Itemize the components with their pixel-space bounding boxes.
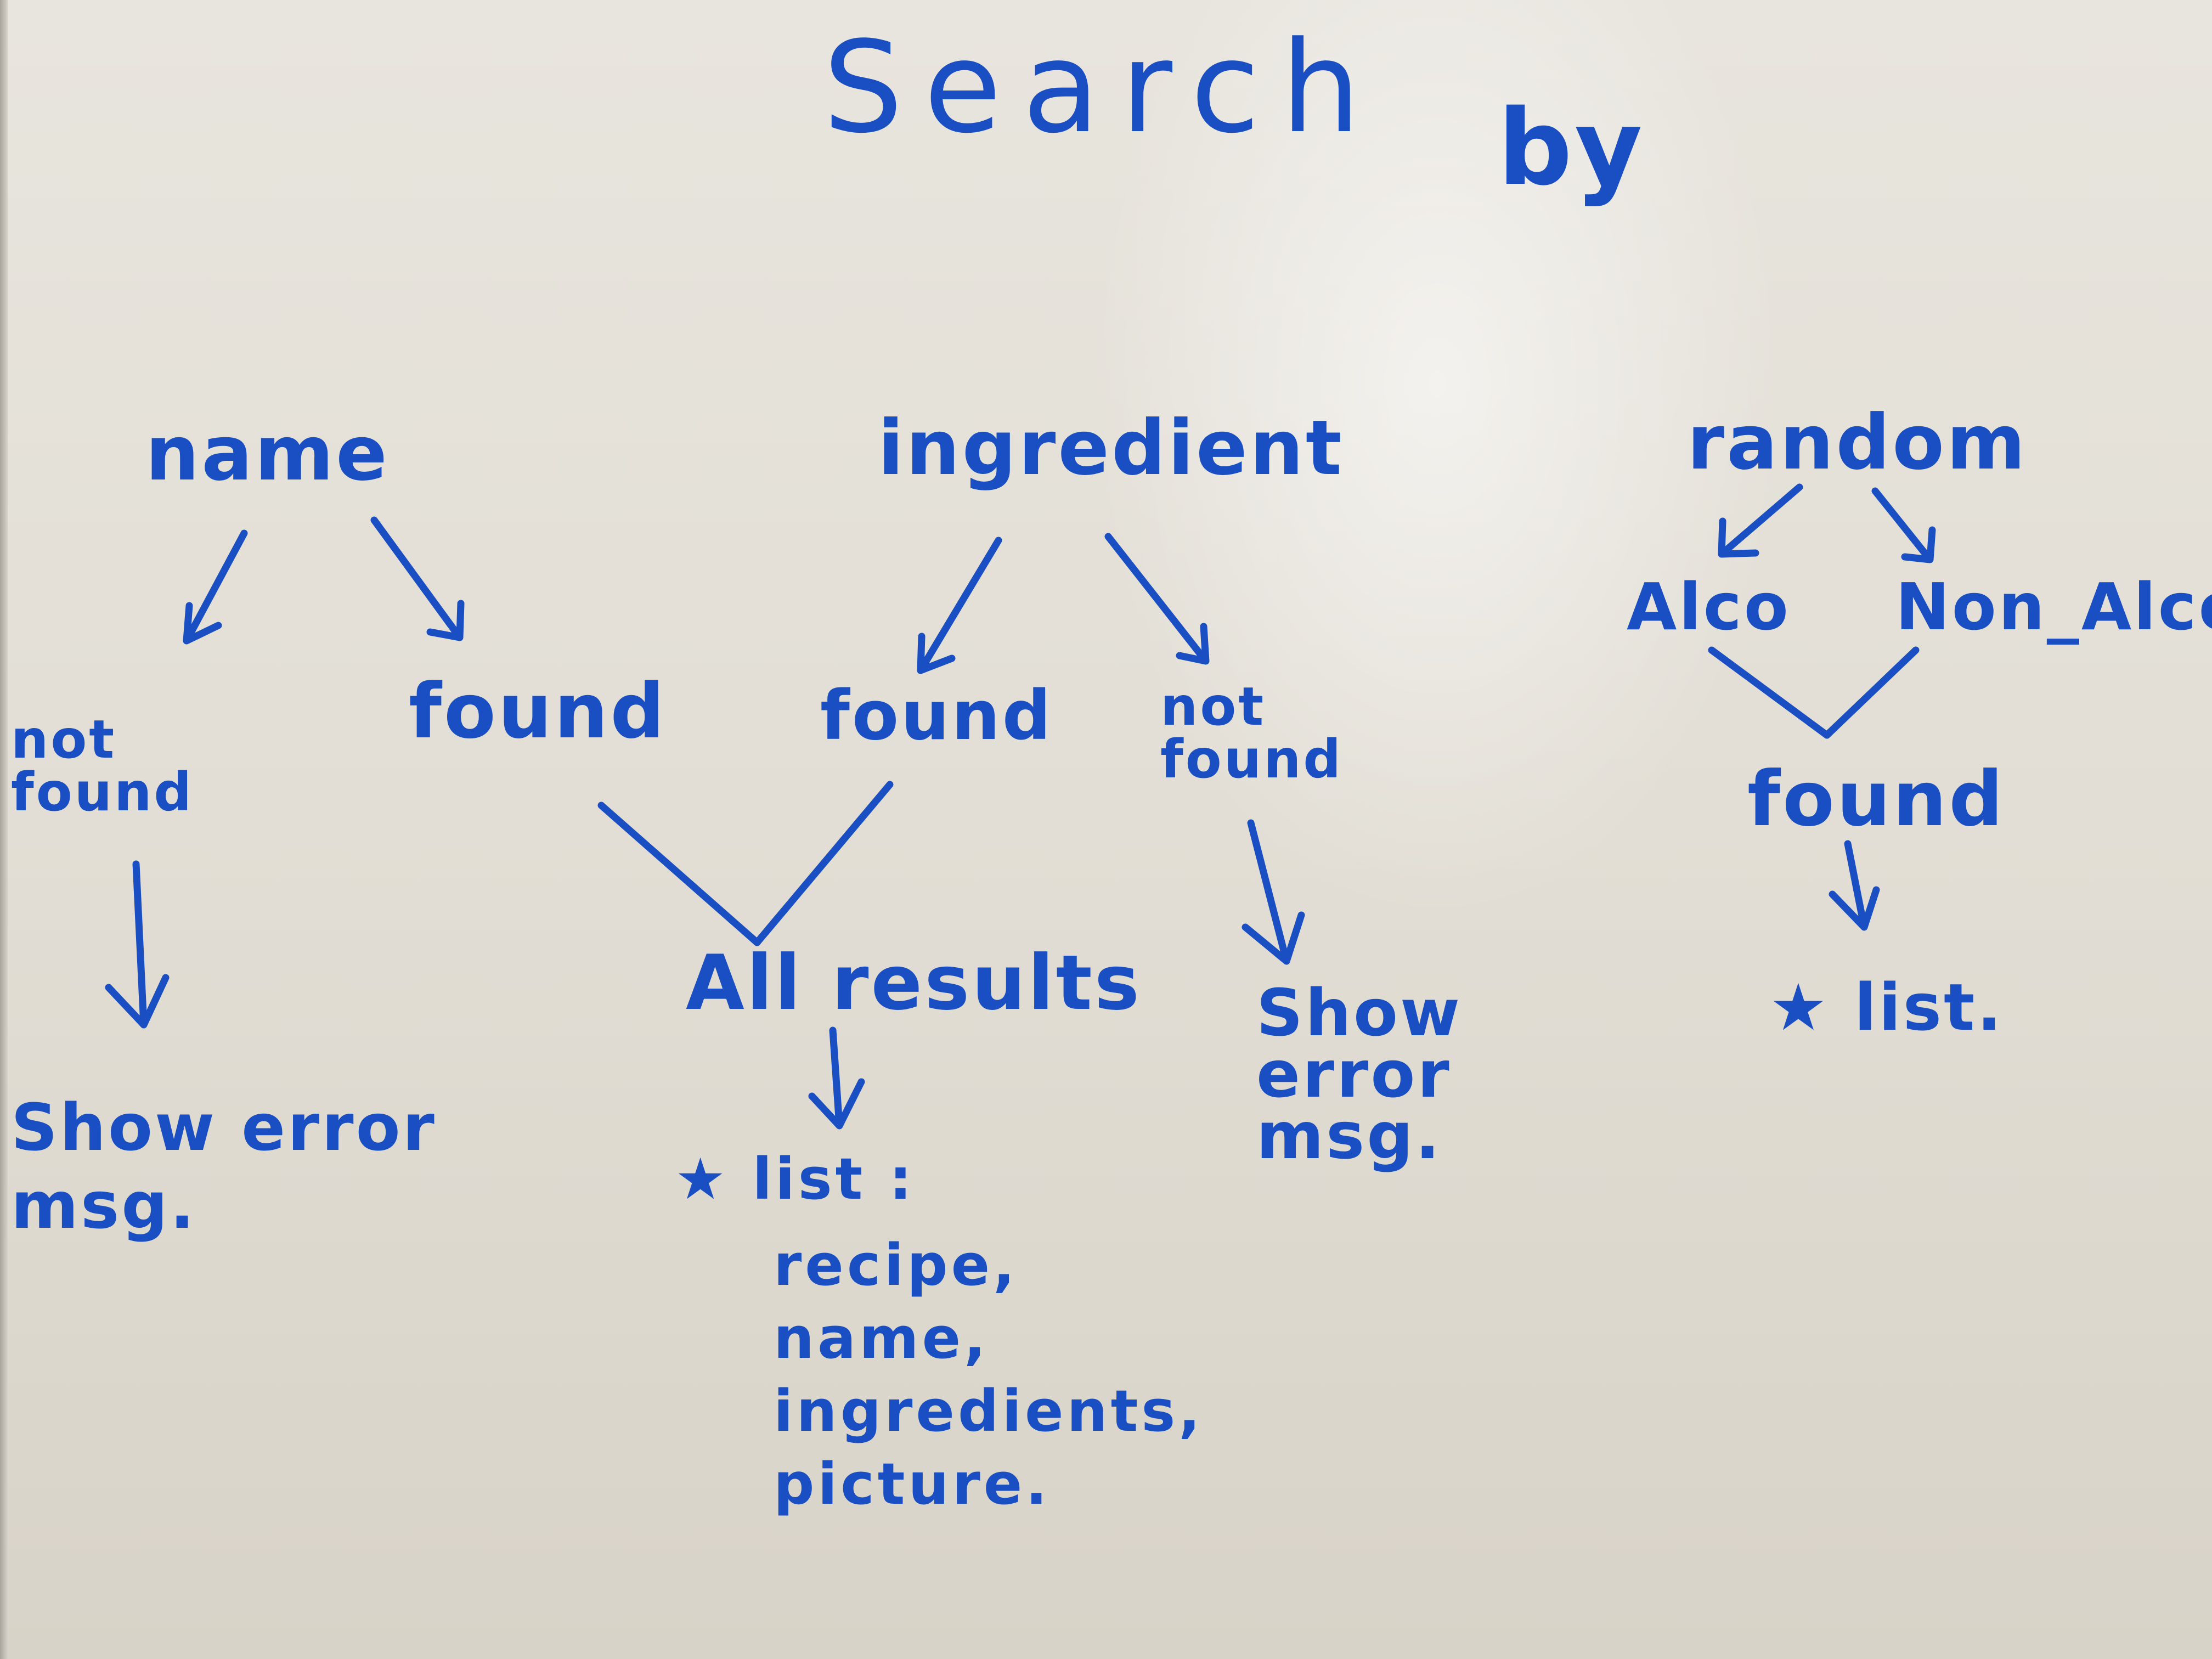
- arrow-random-to-alco: [1718, 483, 1803, 558]
- arrow-ingredient-not-found-to-error: [1242, 819, 1305, 965]
- arrow-name-to-not-found: [183, 529, 248, 645]
- diagram-title-suffix: by: [1498, 87, 1645, 208]
- node-name-error: Show error msg.: [11, 1090, 437, 1243]
- node-all-results: All results: [686, 939, 1142, 1027]
- node-ingredient-found: found: [820, 676, 1053, 755]
- node-name-not-found: not found: [11, 709, 194, 823]
- node-ingredient-not-found: not found: [1160, 676, 1344, 790]
- line-non-alco-to-found: [1823, 646, 1920, 739]
- diagram-title: Search: [823, 22, 1381, 155]
- title-search: Search: [823, 15, 1382, 161]
- arrow-name-to-found: [370, 516, 465, 641]
- node-name: name: [145, 409, 390, 498]
- arrow-ingredient-to-not-found: [1104, 533, 1210, 665]
- node-non-alco: Non_Alco: [1895, 569, 2212, 645]
- node-random-found: found: [1747, 755, 2006, 843]
- arrow-all-results-to-list: [808, 1026, 865, 1130]
- arrow-random-to-non-alco: [1871, 487, 1936, 563]
- arrow-ingredient-to-found: [917, 537, 1002, 674]
- node-random: random: [1687, 398, 2028, 487]
- results-list-header: ★ list :: [675, 1146, 916, 1212]
- whiteboard-frame-edge: [0, 0, 8, 1659]
- line-alco-to-found: [1708, 646, 1831, 739]
- line-ingredient-found-to-all-results: [753, 781, 894, 946]
- node-ingredient: ingredient: [878, 404, 1344, 492]
- arrow-random-found-to-list: [1829, 840, 1880, 931]
- node-alco: Alco: [1627, 569, 1791, 645]
- node-ingredient-error: Show error msg.: [1256, 975, 1463, 1174]
- results-list-items: recipe, name, ingredients, picture.: [774, 1232, 1204, 1518]
- line-name-found-to-all-results: [597, 802, 761, 946]
- node-random-list: ★ list.: [1769, 969, 2004, 1045]
- node-name-found: found: [409, 667, 667, 755]
- arrow-not-found-to-error: [105, 860, 170, 1029]
